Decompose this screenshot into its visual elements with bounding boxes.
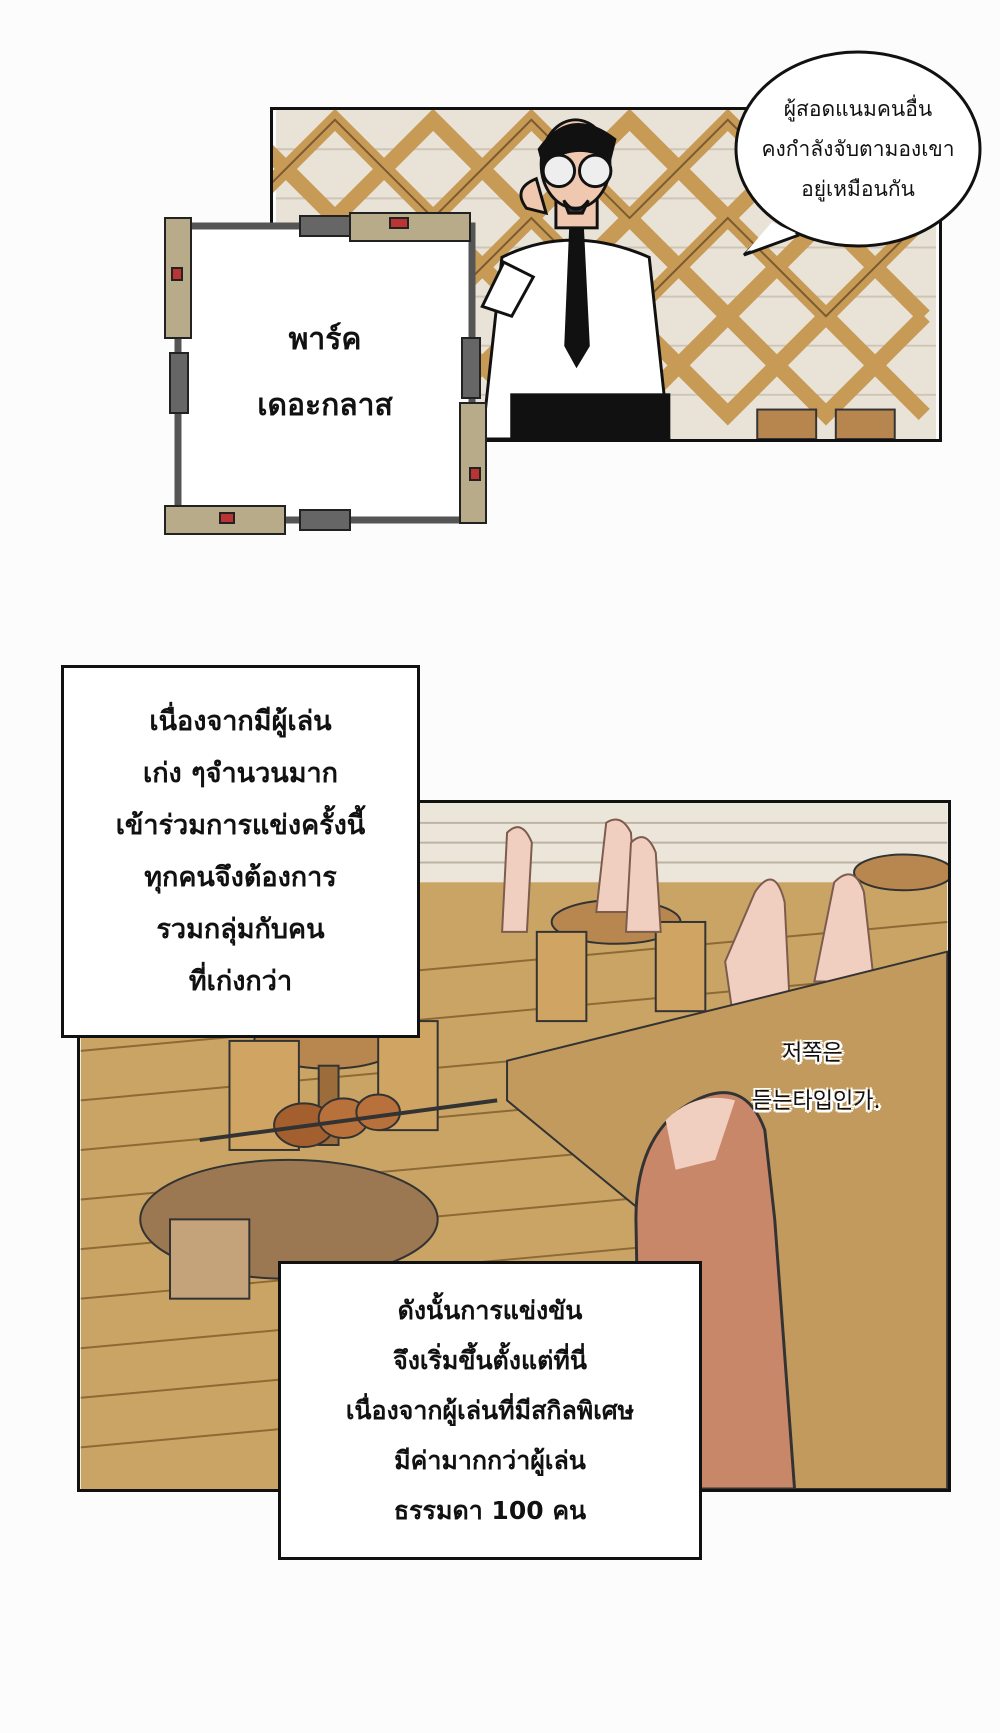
sfx-line: 듣는타입인가. <box>752 1089 881 1114</box>
bubble-line: อยู่เหมือนกัน <box>801 177 915 201</box>
narration-line: เนื่องจากมีผู้เล่น <box>149 705 332 737</box>
name-line: เดอะกลาส <box>257 388 393 423</box>
restaurant-illustration <box>80 803 948 1489</box>
narration-line: เก่ง ๆจำนวนมาก <box>142 757 339 789</box>
character-name-caption: พาร์ค เดอะกลาส <box>160 208 490 538</box>
narration-line: เนื่องจากผู้เล่นที่มีสกิลพิเศษ <box>345 1395 635 1425</box>
korean-sfx-text: 저쪽은 듣는타입인가. <box>752 1035 912 1155</box>
bubble-line: คงกำลังจับตามองเขา <box>761 137 955 161</box>
narration-line: ที่เก่งกว่า <box>188 965 293 997</box>
speech-bubble-shape <box>734 50 982 257</box>
narration-box-2: ดังนั้นการแข่งขัน จึงเริ่มขึ้นตั้งแต่ที่… <box>278 1261 702 1560</box>
narration-line: มีค่ามากกว่าผู้เล่น <box>394 1445 586 1475</box>
sfx-line: 저쪽은 <box>782 1041 843 1066</box>
narration-line: รวมกลุ่มกับคน <box>156 913 325 945</box>
bottom-comic-panel <box>77 800 951 1492</box>
narration-box-1: เนื่องจากมีผู้เล่น เก่ง ๆจำนวนมาก เข้าร่… <box>61 665 420 1038</box>
narration-line: ธรรมดา 100 คน <box>393 1495 587 1525</box>
name-line: พาร์ค <box>288 322 362 357</box>
narration-line: จึงเริ่มขึ้นตั้งแต่ที่นี่ <box>393 1345 587 1375</box>
narration-line: เข้าร่วมการแข่งครั้งนี้ <box>115 809 366 841</box>
narration-line: ดังนั้นการแข่งขัน <box>397 1295 583 1325</box>
speech-bubble: ผู้สอดแนมคนอื่น คงกำลังจับตามองเขา อยู่เ… <box>734 50 982 257</box>
narration-line: ทุกคนจึงต้องการ <box>144 861 337 893</box>
man-figure <box>480 118 671 439</box>
bubble-line: ผู้สอดแนมคนอื่น <box>783 97 933 121</box>
gun-frame-border <box>164 212 487 535</box>
